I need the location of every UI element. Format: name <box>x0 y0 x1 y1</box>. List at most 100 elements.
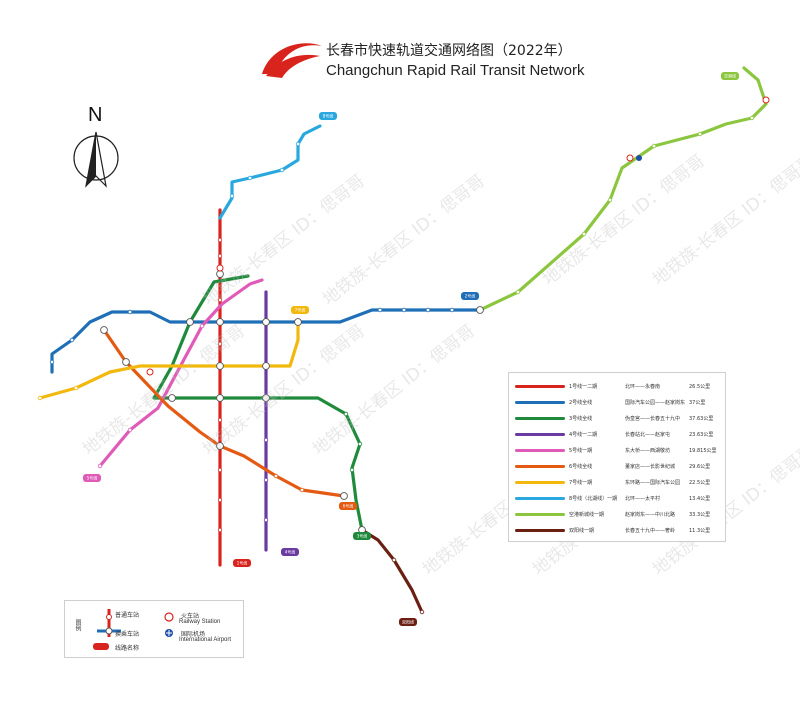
legend-row-l4[interactable]: 4号线一二期 长春站北——赵家屯 23.63公里 <box>509 428 725 442</box>
station[interactable] <box>217 297 223 303</box>
line-route: 董家店——长影世纪城 <box>625 464 676 470</box>
legend-row-l2[interactable]: 2号线全线 国际汽车公园——赵家岗东 37公里 <box>509 396 725 410</box>
line-route: 国际汽车公园——赵家岗东 <box>625 400 686 406</box>
station[interactable] <box>217 253 223 259</box>
line-badge-l6[interactable]: 6号线 <box>339 502 357 510</box>
station[interactable] <box>581 231 587 237</box>
transfer-station[interactable] <box>262 394 270 402</box>
station[interactable] <box>49 359 55 365</box>
station[interactable] <box>357 441 363 447</box>
station[interactable] <box>419 609 425 615</box>
transfer-stations <box>100 270 484 534</box>
legend-row-l1[interactable]: 1号线一二期 北环——永春南 26.5公里 <box>509 380 725 394</box>
station[interactable] <box>295 141 301 147</box>
line-badge-label: 5号线 <box>87 475 98 481</box>
legend-row-lsy[interactable]: 双阳线一期 长春五十九中——奢岭 11.3公里 <box>509 524 725 538</box>
line-badge-label: 空港线 <box>724 73 736 79</box>
station[interactable] <box>69 337 75 343</box>
station[interactable] <box>127 427 133 433</box>
line-name: 2号线全线 <box>569 400 593 406</box>
line-length: 23.63公里 <box>689 432 714 438</box>
legend-row-lair[interactable]: 空港新城线一期 赵家岗东——中川北路 33.3公里 <box>509 508 725 522</box>
station[interactable] <box>377 307 383 313</box>
station[interactable] <box>515 289 521 295</box>
station[interactable] <box>73 385 79 391</box>
transfer-station[interactable] <box>294 318 302 326</box>
transfer-station[interactable] <box>262 362 270 370</box>
transfer-station[interactable] <box>340 492 348 500</box>
station[interactable] <box>349 467 355 473</box>
line-name: 空港新城线一期 <box>569 512 605 518</box>
line-route: 长春五十九中——奢岭 <box>625 528 676 534</box>
transfer-station[interactable] <box>100 326 108 334</box>
transfer-station[interactable] <box>168 394 176 402</box>
transfer-station[interactable] <box>122 358 130 366</box>
key-railway-station-cn: 火车站 <box>181 613 200 620</box>
station[interactable] <box>299 487 305 493</box>
transfer-station[interactable] <box>216 442 224 450</box>
station[interactable] <box>247 175 253 181</box>
line-badge-l2[interactable]: 2号线 <box>461 292 479 300</box>
transfer-station[interactable] <box>262 318 270 326</box>
station[interactable] <box>263 517 269 523</box>
transfer-station[interactable] <box>476 306 484 314</box>
station[interactable] <box>607 197 613 203</box>
station[interactable] <box>217 341 223 347</box>
key-airport-cn: 国际机场 <box>181 631 206 638</box>
station[interactable] <box>273 473 279 479</box>
station[interactable] <box>97 463 103 469</box>
line-length: 26.5公里 <box>689 384 711 390</box>
station[interactable] <box>749 115 755 121</box>
line-badge-label: 7号线 <box>295 307 306 313</box>
station[interactable] <box>425 307 431 313</box>
station[interactable] <box>651 143 657 149</box>
line-route: 伪皇宫——长春五十九中 <box>625 416 681 422</box>
station[interactable] <box>263 477 269 483</box>
line-badge-l5[interactable]: 5号线 <box>83 474 101 482</box>
station[interactable] <box>697 131 703 137</box>
line-badge-l7[interactable]: 7号线 <box>291 306 309 314</box>
station[interactable] <box>217 527 223 533</box>
line-badge-label: 双阳线 <box>402 619 414 625</box>
line-badge-l3[interactable]: 3号线 <box>353 532 371 540</box>
station[interactable] <box>229 193 235 199</box>
transfer-station[interactable] <box>216 362 224 370</box>
line-badge-l4[interactable]: 4号线 <box>281 548 299 556</box>
station[interactable] <box>217 417 223 423</box>
station[interactable] <box>279 167 285 173</box>
legend-row-l5[interactable]: 5号线一期 东大桥——西湖敬坊 19.815公里 <box>509 444 725 458</box>
station[interactable] <box>217 467 223 473</box>
station[interactable] <box>199 323 205 329</box>
symbol-key: 图例 普通车站 换乘车站 线路名称 火车站 Railway Station 国际… <box>64 600 244 658</box>
line-badge-lsy[interactable]: 双阳线 <box>399 618 417 626</box>
transfer-station[interactable] <box>186 318 194 326</box>
legend-row-l6[interactable]: 6号线全线 董家店——长影世纪城 29.6公里 <box>509 460 725 474</box>
line-badge-l1[interactable]: 1号线 <box>233 559 251 567</box>
line-color-swatch <box>515 417 565 420</box>
line-length: 13.4公里 <box>689 496 711 502</box>
transfer-station[interactable] <box>216 394 224 402</box>
station[interactable] <box>37 395 43 401</box>
station[interactable] <box>263 437 269 443</box>
transfer-station[interactable] <box>216 318 224 326</box>
station[interactable] <box>391 557 397 563</box>
station[interactable] <box>217 237 223 243</box>
line-badge-lair[interactable]: 空港线 <box>721 72 739 80</box>
legend-row-l3[interactable]: 3号线全线 伪皇宫——长春五十九中 37.63公里 <box>509 412 725 426</box>
line-badge-l8[interactable]: 8号线 <box>319 112 337 120</box>
line-name: 双阳线一期 <box>569 528 595 534</box>
station[interactable] <box>127 309 133 315</box>
line-color-swatch <box>515 385 565 388</box>
station[interactable] <box>449 307 455 313</box>
legend-row-l8[interactable]: 8号线（北湖线）一期 北环——太平村 13.4公里 <box>509 492 725 506</box>
station[interactable] <box>217 497 223 503</box>
legend-row-l7[interactable]: 7号线一期 东环路——国际汽车公园 22.5公里 <box>509 476 725 490</box>
north-label: N <box>88 104 103 126</box>
station[interactable] <box>343 411 349 417</box>
line-badge-label: 1号线 <box>237 560 248 566</box>
station[interactable] <box>401 307 407 313</box>
key-line-badge <box>93 643 109 650</box>
line-color-swatch <box>515 433 565 436</box>
